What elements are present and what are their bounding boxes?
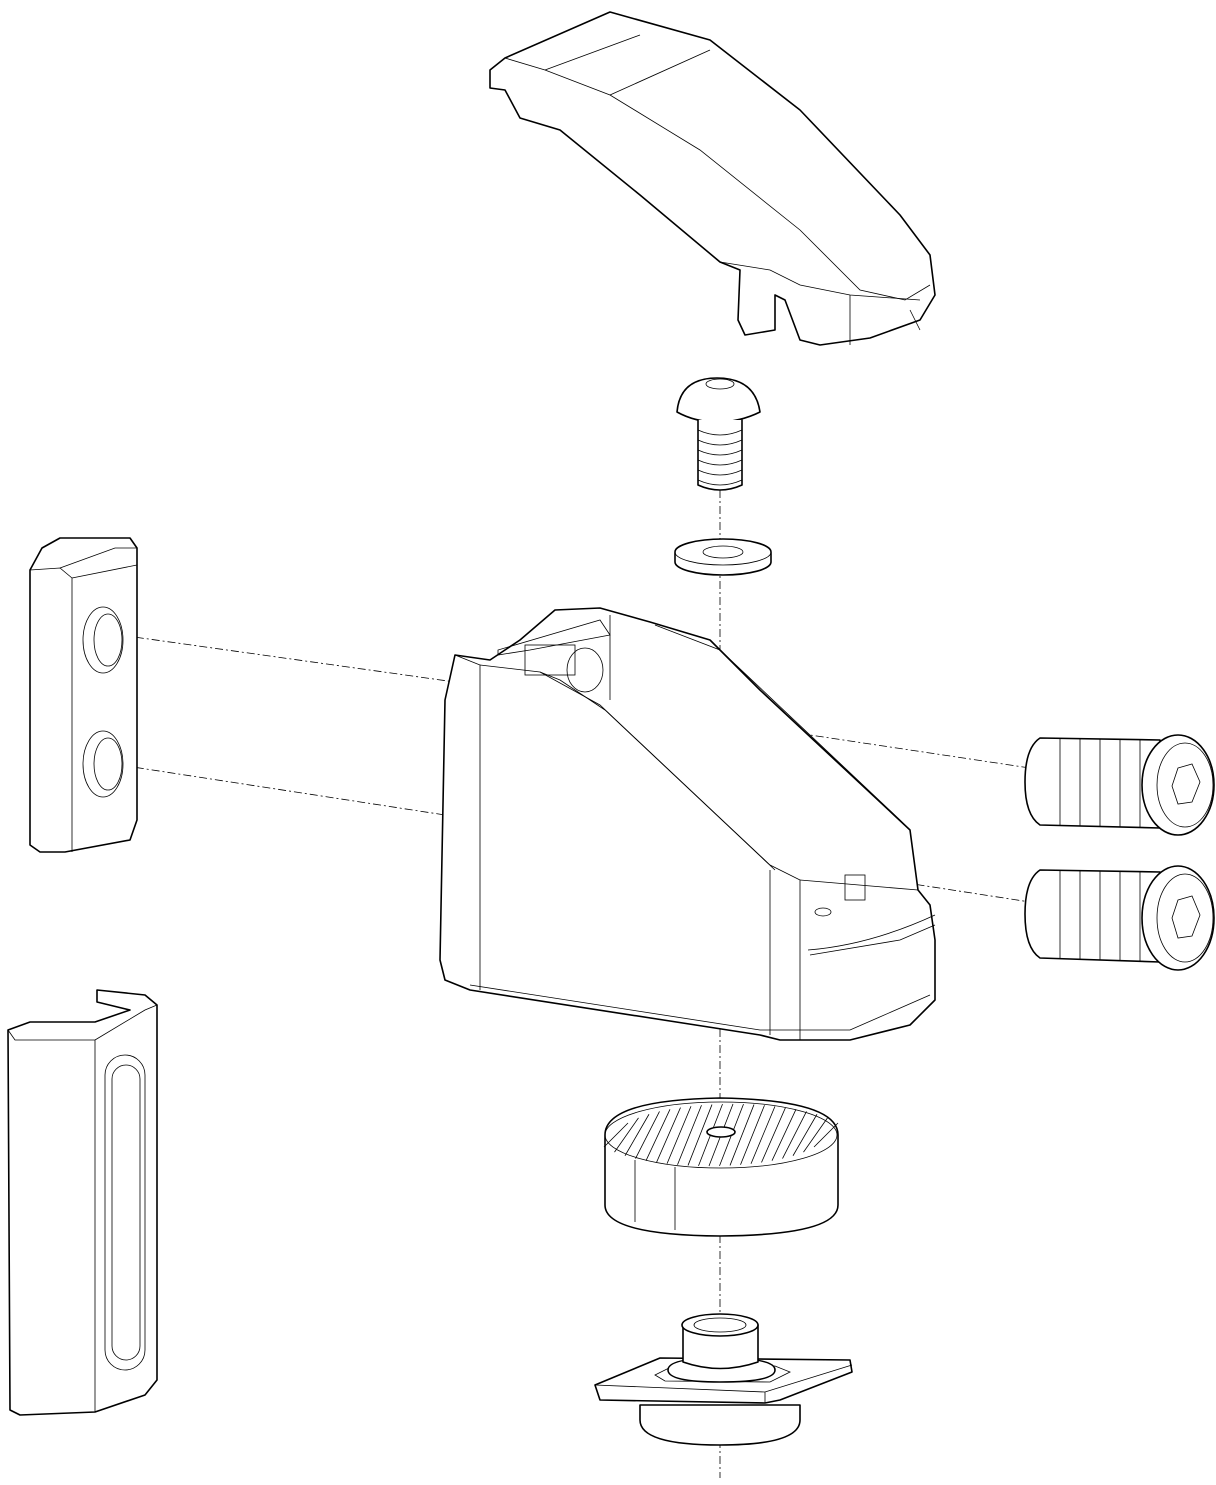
axis-line [119,634,456,683]
knurl-ridge [656,1107,681,1163]
threaded-plate-part [29,537,138,853]
knurl-ridge [813,1122,839,1148]
lever-cap-part [489,11,936,346]
knurl-ridge [782,1111,807,1159]
knurl-ridge [635,1111,660,1159]
knurl-ridge [761,1107,786,1163]
socket-head-screw-part [1024,734,1215,836]
knurl-ridge [687,1104,713,1166]
knurl-ridge [740,1105,765,1165]
u-channel-part [7,989,158,1416]
button-head-screw-part [676,377,761,491]
knurl-ridge [666,1106,692,1164]
knurl-ridge [677,1105,702,1165]
knurl-ridge [603,1122,629,1148]
knurl-ridge [792,1114,818,1156]
knurl-ridge [729,1104,755,1166]
main-body-part [439,607,936,1041]
knurl-ridge [645,1109,671,1161]
socket-head-screw-part [1024,865,1215,971]
knurled-wheel-part [603,1097,839,1237]
knurl-ridge [624,1114,650,1156]
square-nut-part [594,1313,853,1446]
knurl-ridge [614,1117,639,1153]
axis-line [119,764,446,816]
knurl-ridge [771,1109,797,1161]
washer-part [674,538,772,576]
knurl-ridge [803,1117,828,1153]
knurl-ridge [750,1106,776,1164]
